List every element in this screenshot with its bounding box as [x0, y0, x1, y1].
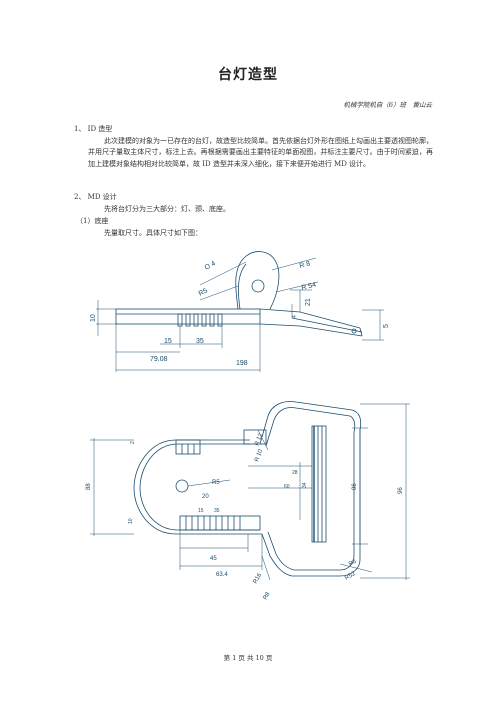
dim-198: 198	[236, 360, 248, 367]
lower-vent-slots	[179, 515, 261, 531]
page-title: 台灯造型	[218, 67, 278, 83]
lamp-head-outline	[259, 401, 362, 577]
dim-diameter-4: O 4	[204, 260, 217, 272]
dim-96: 96	[398, 487, 404, 494]
dim-28: 28	[292, 470, 298, 476]
arm-bottom	[259, 323, 363, 337]
dim-5: 5	[383, 324, 390, 328]
dim-21: 21	[305, 298, 312, 306]
dim-r8: R 8	[299, 260, 311, 269]
dim-r6: R6	[348, 558, 358, 567]
dim-r5: R5	[198, 287, 209, 297]
dim-35: 35	[214, 508, 220, 514]
hinge-block	[243, 429, 267, 445]
dim-79-08: 79.08	[150, 356, 168, 363]
dim-r10: R 10	[254, 448, 264, 463]
base-ribs	[177, 313, 223, 327]
dim-20: 20	[202, 494, 209, 500]
dim-r16: R16	[253, 572, 264, 585]
base-outline	[133, 439, 262, 535]
side-view-outline	[115, 251, 363, 337]
section-line-measure: 先量取尺寸。具体尺寸如下图：	[104, 229, 202, 237]
dim-63-4: 63.4	[216, 572, 228, 578]
dim-34: 34	[302, 482, 308, 488]
dim-r54: R 54	[301, 282, 317, 292]
dim-r5: R5	[212, 480, 220, 486]
dim-10: 10	[90, 314, 97, 322]
top-view-labels: 2 R 12 R 10 R5 20 28 60 34 88 15 35 10 8…	[86, 432, 404, 601]
dim-r52: R52	[344, 571, 357, 582]
dim-4-vertical: 4	[292, 315, 298, 318]
dim-r12: R 12	[254, 432, 264, 447]
dim-60: 60	[284, 484, 290, 490]
section-heading-base: （1）底座	[76, 217, 109, 225]
section-line-parts: 先将台灯分为三大部分：灯、颈、底座。	[104, 205, 230, 213]
dim-45: 45	[210, 556, 217, 562]
hinge-hole	[251, 279, 265, 293]
top-view-dimensions	[90, 403, 410, 581]
author-line: 机械学院机自（6）班 黄山云	[343, 101, 432, 109]
section-heading-md: 2、 MD 设计	[74, 193, 117, 201]
side-view-labels: O 4 R5 R 8 R 54 21 10 5 4 15 35 79.08 19…	[90, 260, 390, 367]
section-paragraph-id: 此次建模的对象为一已存在的台灯，故造型比较简单。首先依据台灯外形在图纸上勾画出主…	[88, 137, 433, 168]
dim-86: 86	[352, 483, 358, 490]
section-heading-id: 1、 ID 造型	[74, 125, 113, 133]
dim-15: 15	[164, 338, 172, 345]
page-footer: 第 1 页 共 10 页	[223, 654, 273, 662]
light-strip	[311, 425, 327, 543]
side-view-dimensions	[96, 257, 384, 372]
dim-2: 2	[130, 441, 136, 444]
dim-88: 88	[86, 483, 92, 490]
switch-hole	[175, 479, 189, 493]
base-plate	[115, 308, 261, 325]
dim-10: 10	[128, 518, 134, 524]
dim-r8: R8	[263, 591, 272, 601]
dim-15: 15	[198, 508, 204, 514]
dim-35: 35	[196, 338, 204, 345]
hinge-bulb	[235, 251, 280, 310]
top-view-outline	[133, 401, 362, 577]
